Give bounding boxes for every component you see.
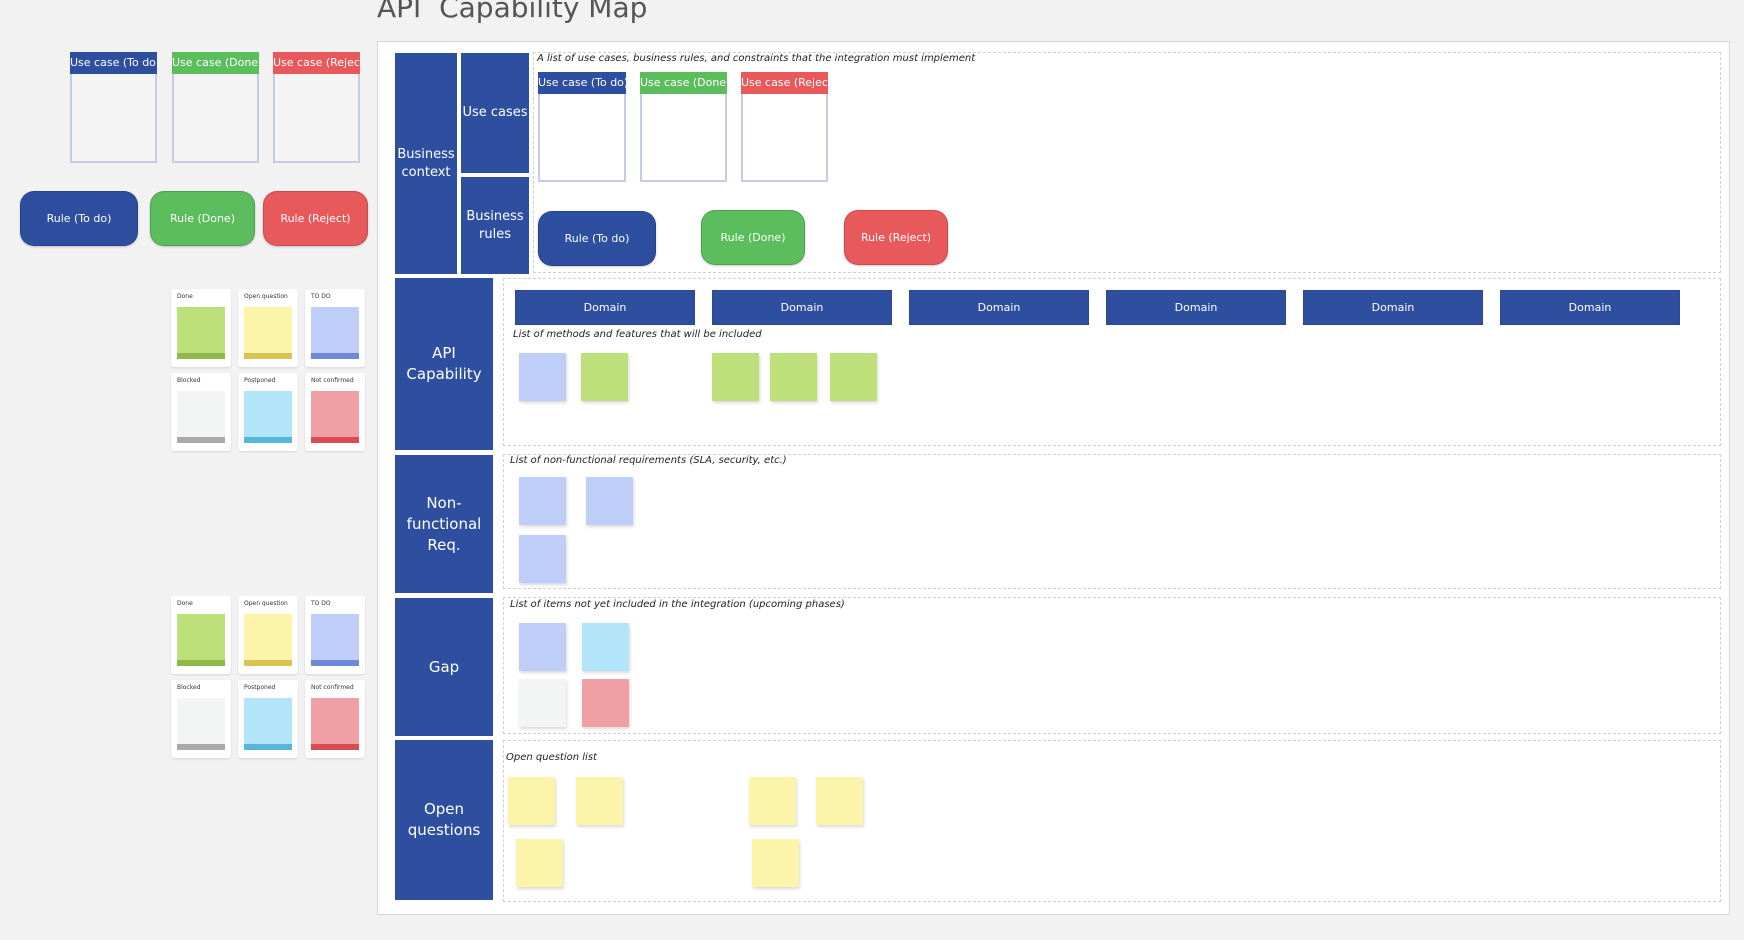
sticky-note[interactable] (516, 839, 563, 887)
legend-use-case-reject[interactable]: Use case (Reject) (273, 52, 360, 163)
sticky-note[interactable] (519, 353, 566, 401)
legend-label: Open question (244, 293, 288, 300)
domain-block[interactable]: Domain (515, 290, 695, 325)
zone-business (533, 52, 1721, 273)
sticky-note[interactable] (816, 777, 863, 825)
sticky-note (244, 698, 292, 750)
description-api: List of methods and features that will b… (513, 329, 762, 340)
rule-reject[interactable]: Rule (Reject) (844, 210, 948, 265)
zone-non-functional (503, 454, 1721, 589)
sticky-note[interactable] (770, 353, 817, 401)
sticky-note (311, 614, 359, 666)
row-use-cases: Use cases (461, 53, 529, 173)
use-case-header: Use case (Reject) (273, 52, 360, 74)
domain-block[interactable]: Domain (1500, 290, 1680, 325)
legend-todo[interactable]: TO DO (305, 596, 365, 674)
domain-block[interactable]: Domain (712, 290, 892, 325)
page-title: API Capability Map (377, 0, 648, 24)
legend-todo[interactable]: TO DO (305, 289, 365, 367)
sticky-note[interactable] (582, 679, 629, 727)
description-gap: List of items not yet included in the in… (510, 599, 845, 610)
legend-rule-done[interactable]: Rule (Done) (150, 191, 255, 246)
legend-done[interactable]: Done (171, 289, 231, 367)
sticky-note (177, 391, 225, 443)
sticky-note (244, 614, 292, 666)
sticky-note (311, 391, 359, 443)
zone-gap (503, 597, 1721, 734)
legend-label: Postponed (244, 377, 276, 384)
legend-label: Postponed (244, 684, 276, 691)
sticky-note[interactable] (749, 777, 796, 825)
sticky-note (311, 698, 359, 750)
legend-open-question[interactable]: Open question (238, 596, 298, 674)
use-case-header: Use case (Done) (640, 72, 727, 94)
sticky-legend-bottom: Done Open question TO DO Blocked Postpon… (171, 596, 367, 758)
domain-block[interactable]: Domain (1303, 290, 1483, 325)
description-non-functional: List of non-functional requirements (SLA… (510, 455, 787, 466)
sticky-note[interactable] (581, 353, 628, 401)
legend-rule-todo[interactable]: Rule (To do) (20, 191, 138, 246)
domain-block[interactable]: Domain (1106, 290, 1286, 325)
row-gap: Gap (395, 598, 493, 736)
sticky-note (311, 307, 359, 359)
sticky-note (177, 698, 225, 750)
sticky-note[interactable] (508, 777, 555, 825)
legend-rule-reject[interactable]: Rule (Reject) (263, 191, 368, 246)
sticky-note[interactable] (586, 477, 633, 525)
sticky-note[interactable] (519, 679, 566, 727)
row-open-questions: Open questions (395, 740, 493, 900)
legend-label: TO DO (311, 293, 331, 300)
zone-open-questions (503, 740, 1721, 902)
use-case-reject-card[interactable]: Use case (Reject) (741, 72, 828, 182)
row-business-context: Business context (395, 53, 457, 274)
row-api-capability: API Capability (395, 278, 493, 450)
sticky-note[interactable] (519, 477, 566, 525)
sticky-note[interactable] (576, 777, 623, 825)
legend-open-question[interactable]: Open question (238, 289, 298, 367)
sticky-note[interactable] (582, 623, 629, 671)
legend-label: Done (177, 293, 193, 300)
use-case-header: Use case (To do) (538, 72, 626, 94)
sticky-note (244, 307, 292, 359)
legend-label: Blocked (177, 684, 201, 691)
rule-done[interactable]: Rule (Done) (701, 210, 805, 265)
row-business-rules: Business rules (461, 177, 529, 274)
legend-use-case-done[interactable]: Use case (Done) (172, 52, 259, 163)
use-case-done-card[interactable]: Use case (Done) (640, 72, 727, 182)
legend-not-confirmed[interactable]: Not confirmed (305, 680, 365, 758)
use-case-header: Use case (Reject) (741, 72, 828, 94)
sticky-legend-top: Done Open question TO DO Blocked Postpon… (171, 289, 367, 451)
use-case-header: Use case (To do) (70, 52, 157, 74)
description-open-questions: Open question list (506, 752, 597, 763)
domain-block[interactable]: Domain (909, 290, 1089, 325)
row-non-functional: Non-functional Req. (395, 455, 493, 593)
legend-label: Done (177, 600, 193, 607)
sticky-note (177, 307, 225, 359)
sticky-note[interactable] (830, 353, 877, 401)
use-case-header: Use case (Done) (172, 52, 259, 74)
zone-api (503, 278, 1721, 446)
legend-blocked[interactable]: Blocked (171, 373, 231, 451)
description-business: A list of use cases, business rules, and… (537, 53, 976, 64)
sticky-note (244, 391, 292, 443)
legend-blocked[interactable]: Blocked (171, 680, 231, 758)
legend-not-confirmed[interactable]: Not confirmed (305, 373, 365, 451)
sticky-note[interactable] (519, 535, 566, 583)
sticky-note (177, 614, 225, 666)
legend-label: Not confirmed (311, 684, 354, 691)
sticky-note[interactable] (752, 839, 799, 887)
use-case-todo-card[interactable]: Use case (To do) (538, 72, 626, 182)
legend-label: TO DO (311, 600, 331, 607)
legend-label: Open question (244, 600, 288, 607)
legend-label: Blocked (177, 377, 201, 384)
legend-postponed[interactable]: Postponed (238, 373, 298, 451)
sticky-note[interactable] (712, 353, 759, 401)
legend-postponed[interactable]: Postponed (238, 680, 298, 758)
legend-use-case-todo[interactable]: Use case (To do) (70, 52, 157, 163)
sticky-note[interactable] (519, 623, 566, 671)
legend-done[interactable]: Done (171, 596, 231, 674)
rule-todo[interactable]: Rule (To do) (538, 211, 656, 266)
legend-label: Not confirmed (311, 377, 354, 384)
